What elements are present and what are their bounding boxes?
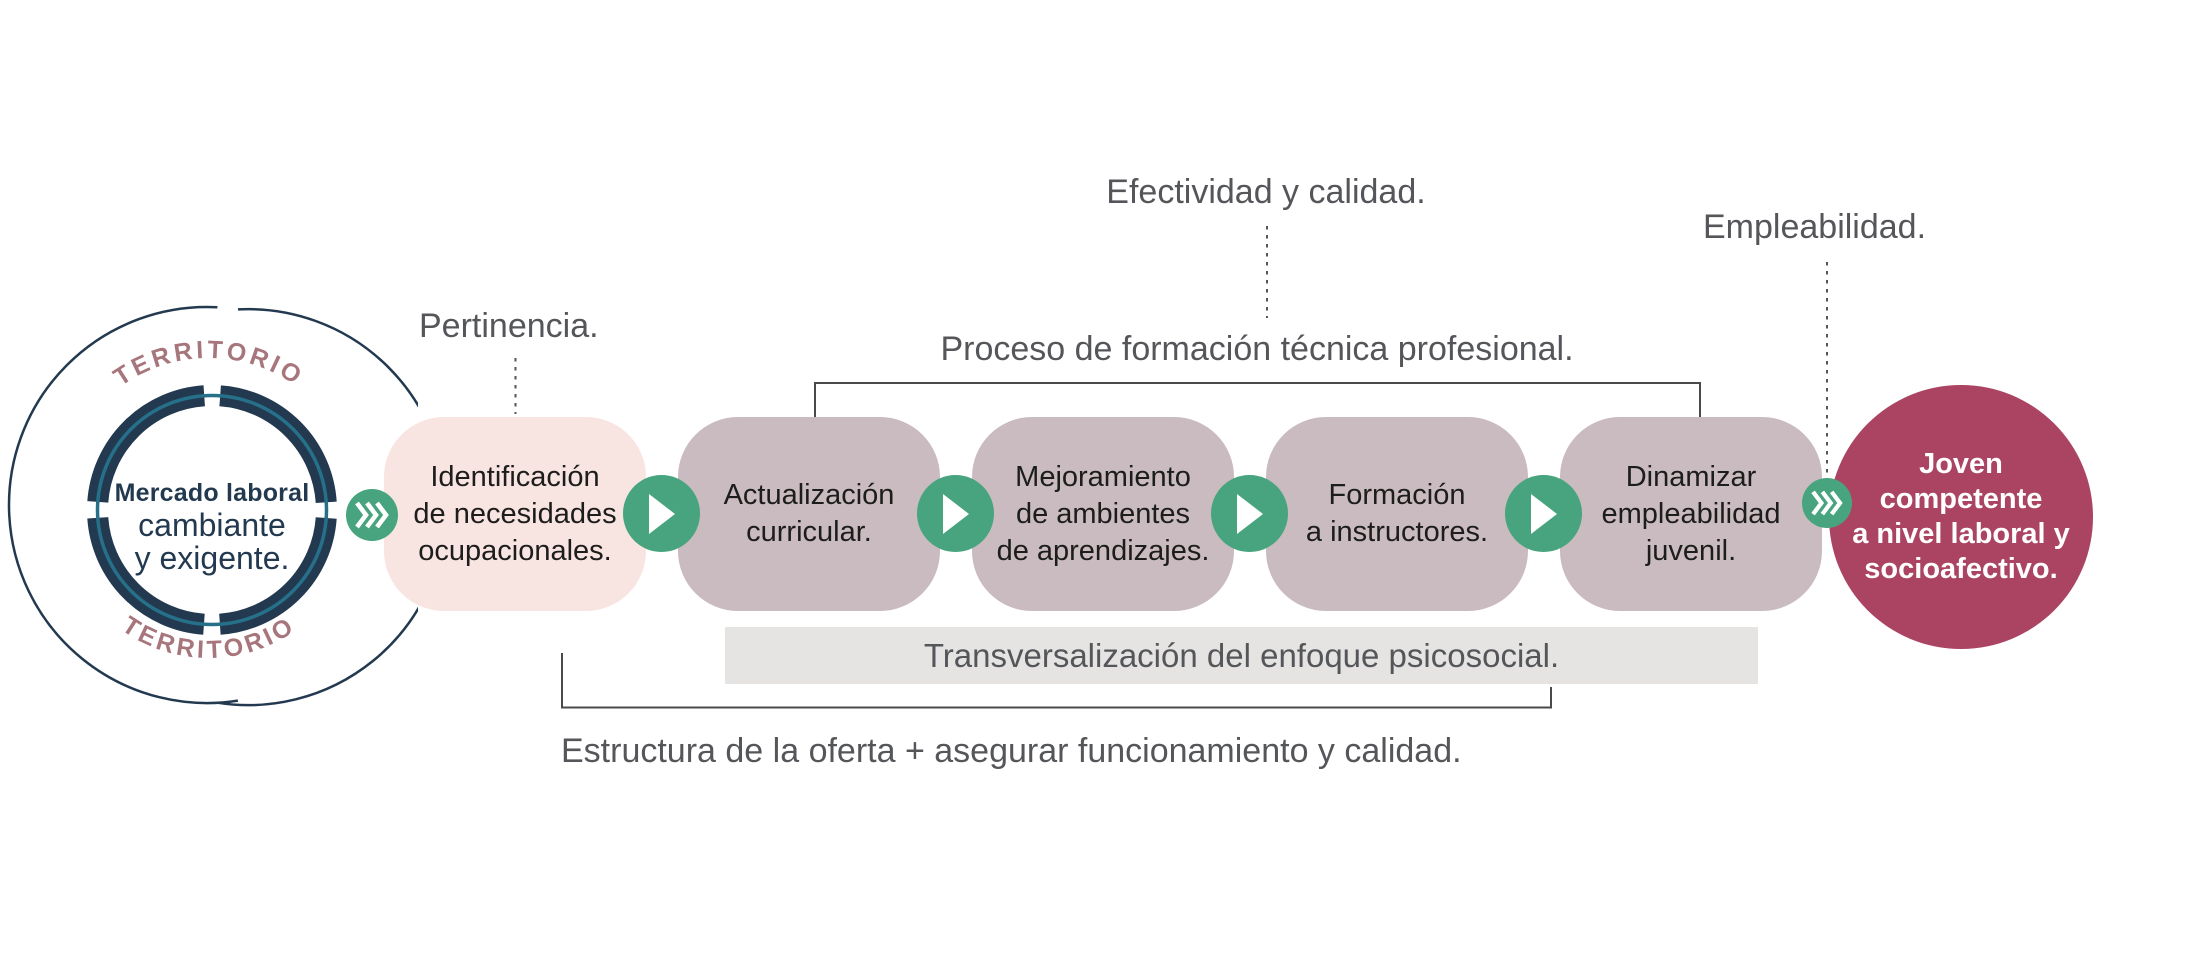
triple-chevron-icon [1811, 490, 1843, 516]
ring-teal-line [95, 393, 329, 627]
flow-arrow-circle-4 [1505, 475, 1582, 552]
step-line: curricular. [746, 516, 872, 548]
market-line-3: y exigente. [134, 540, 290, 576]
fast-forward-circle-end [1802, 478, 1852, 528]
step-line: Dinamizar [1625, 460, 1757, 493]
flow-arrow-circle-1 [623, 475, 700, 552]
step-line: Formación [1328, 479, 1466, 511]
efectividad-label: Efectividad y calidad. [1106, 173, 1426, 211]
transversalizacion-bar: Transversalización del enfoque psicosoci… [725, 627, 1758, 684]
market-circle-text: Mercado laboral cambiante y exigente. [62, 478, 362, 575]
step-box-formacion: Formación a instructores. [1266, 417, 1528, 611]
flow-arrow-circle-2 [917, 475, 994, 552]
outcome-line: socioafectivo. [1864, 553, 2058, 585]
step-line: de aprendizajes. [996, 534, 1210, 567]
fast-forward-circle-start [346, 489, 398, 541]
proceso-label: Proceso de formación técnica profesional… [940, 330, 1574, 368]
step-line: de necesidades [413, 497, 617, 530]
flow-arrow-circle-3 [1211, 475, 1288, 552]
transversalizacion-label: Transversalización del enfoque psicosoci… [923, 636, 1560, 674]
play-icon [648, 493, 675, 534]
estructura-bracket [561, 653, 1552, 709]
step-box-actualizacion: Actualización curricular. [678, 417, 940, 611]
market-line-2: cambiante [138, 507, 286, 543]
territory-emblem: TERRITORIO TERRITORIO [7, 305, 418, 707]
outcome-line: competente [1879, 483, 2043, 515]
step-line: Identificación [430, 460, 600, 493]
step-line: ocupacionales. [418, 534, 612, 567]
pertinencia-label: Pertinencia. [419, 307, 599, 345]
step-line: juvenil. [1645, 534, 1737, 567]
market-line-1: Mercado laboral [114, 479, 310, 507]
step-box-identificacion: Identificación de necesidades ocupaciona… [384, 417, 646, 611]
outer-arc-right [217, 307, 418, 707]
estructura-label: Estructura de la oferta + asegurar funci… [561, 732, 1462, 770]
empleabilidad-label: Empleabilidad. [1703, 208, 1927, 246]
step-line: Actualización [723, 479, 895, 511]
outer-arc-left [7, 305, 239, 705]
play-icon [1530, 493, 1557, 534]
proceso-bracket [814, 382, 1701, 419]
play-icon [942, 493, 969, 534]
step-line: de ambientes [1015, 497, 1191, 530]
outcome-circle: Joven competente a nivel laboral y socio… [1829, 385, 2093, 649]
triple-chevron-icon [355, 501, 389, 529]
outcome-line: a nivel laboral y [1852, 518, 2070, 550]
step-line: empleabilidad [1601, 497, 1781, 530]
step-box-dinamizar: Dinamizar empleabilidad juvenil. [1560, 417, 1822, 611]
play-icon [1236, 493, 1263, 534]
step-box-mejoramiento: Mejoramiento de ambientes de aprendizaje… [972, 417, 1234, 611]
step-line: Mejoramiento [1015, 460, 1191, 493]
outcome-line: Joven [1919, 448, 2003, 480]
step-line: a instructores. [1305, 516, 1489, 548]
